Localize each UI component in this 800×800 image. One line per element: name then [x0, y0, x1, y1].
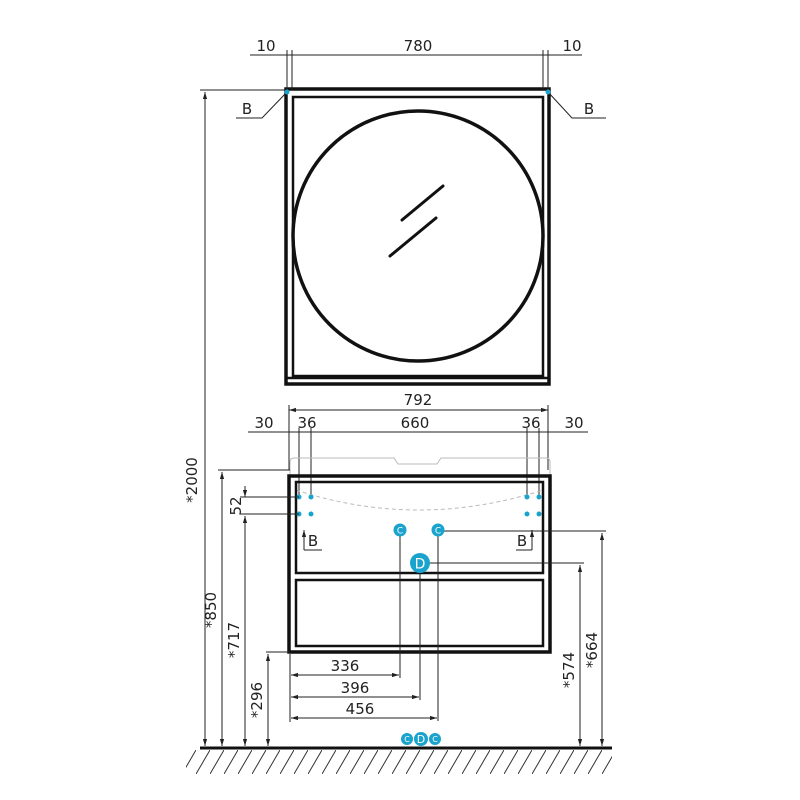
cabinet-mount-points — [296, 494, 542, 517]
countertop-basin — [289, 457, 551, 475]
mount-spacing: 52 — [227, 496, 245, 515]
mirror-left-gap: 10 — [256, 37, 275, 55]
cabinet-mount-label-right: B — [517, 532, 527, 550]
mirror-mount-label-left: B — [242, 100, 252, 118]
cabinet-right-offset: 36 — [521, 414, 540, 432]
overall-height-dimension: *2000 — [183, 89, 285, 746]
basin-bowl-outline — [295, 489, 544, 511]
offset-cold: 336 — [331, 657, 360, 675]
connection-markers: C C D C D C — [393, 523, 445, 746]
cabinet-mount-labels: B B — [301, 530, 535, 551]
svg-text:C: C — [435, 527, 441, 537]
right-height-dimensions: *574 *664 — [430, 530, 606, 746]
round-mirror — [291, 109, 545, 363]
cabinet-right-margin: 30 — [564, 414, 583, 432]
cabinet-width-dimensions: 792 30 36 660 36 30 — [248, 391, 588, 497]
mount-point — [545, 89, 551, 95]
floor — [186, 746, 612, 774]
height-bottom: *296 — [248, 682, 266, 718]
cabinet-middle-span: 660 — [401, 414, 430, 432]
svg-text:D: D — [417, 733, 425, 746]
mirror-right-gap: 10 — [562, 37, 581, 55]
pipe-horizontal-offsets: 336 396 456 — [289, 536, 439, 722]
cabinet-total-width: 792 — [404, 391, 433, 409]
offset-drain: 396 — [341, 679, 370, 697]
height-water: *664 — [583, 632, 601, 668]
cabinet-left-offset: 36 — [297, 414, 316, 432]
svg-text:C: C — [397, 527, 403, 537]
svg-text:D: D — [415, 557, 426, 573]
height-mount: *717 — [225, 622, 243, 658]
floor-hot-marker — [429, 733, 441, 745]
offset-hot: 456 — [346, 700, 375, 718]
overall-height: *2000 — [183, 457, 201, 503]
cabinet-mount-label-left: B — [308, 532, 318, 550]
mount-point — [284, 89, 290, 95]
mirror-width: 780 — [404, 37, 433, 55]
hot-water-marker — [431, 523, 445, 537]
glass-reflection-icon — [388, 184, 445, 258]
height-top: *850 — [202, 592, 220, 628]
left-height-dimensions: *850 52 *717 *296 — [202, 469, 299, 746]
svg-text:C: C — [404, 735, 410, 744]
cabinet-left-margin: 30 — [254, 414, 273, 432]
svg-text:C: C — [432, 735, 438, 744]
height-drain: *574 — [560, 652, 578, 688]
floor-cold-marker — [401, 733, 413, 745]
floor-drain-marker — [414, 732, 428, 746]
mirror-mount-label-right: B — [584, 100, 594, 118]
floor-hatching — [186, 750, 612, 774]
mirror-frame-inner — [291, 95, 545, 378]
mirror-mount-callouts: B B — [236, 89, 606, 119]
drain-marker — [410, 553, 430, 573]
mirror — [284, 87, 551, 386]
cold-water-marker — [393, 523, 407, 537]
mirror-frame-outer — [284, 87, 551, 386]
mirror-width-dimension: 10 780 10 — [250, 37, 582, 90]
